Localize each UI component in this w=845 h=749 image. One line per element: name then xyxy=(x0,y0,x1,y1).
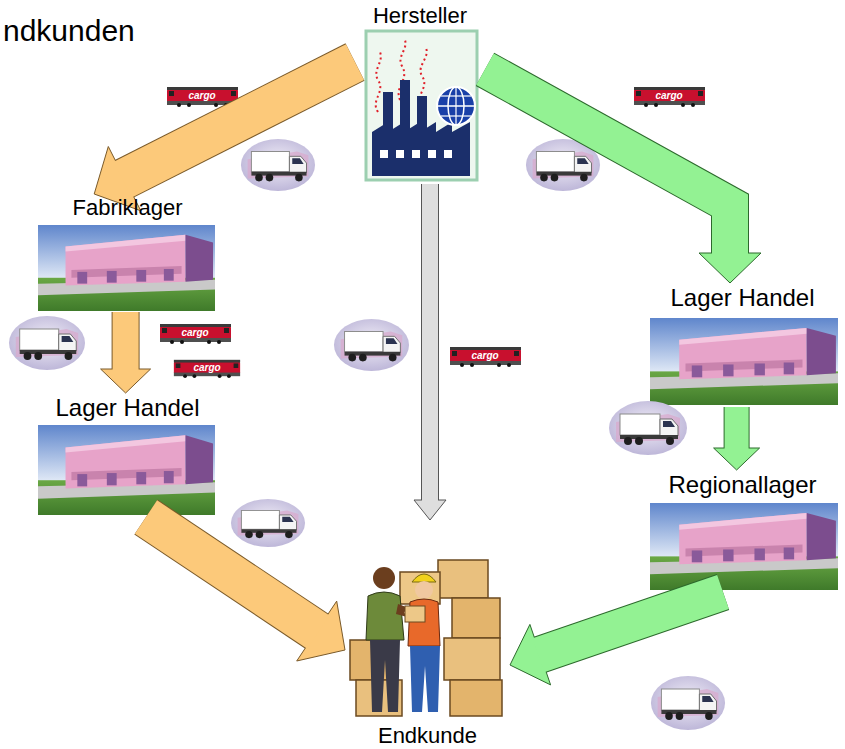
arrow-outline xyxy=(123,62,355,180)
truck-icon xyxy=(651,676,725,730)
truck-icon xyxy=(9,316,85,370)
arrow-head xyxy=(714,448,760,470)
arrow-outline xyxy=(485,69,730,255)
train-label: cargo xyxy=(471,351,498,361)
warehouse-picture xyxy=(650,503,838,590)
train-icon xyxy=(450,347,521,367)
node-box: Lager Handel xyxy=(35,393,220,517)
node-label: Lager Handel xyxy=(52,394,202,422)
train-label: cargo xyxy=(655,91,682,101)
train-label: cargo xyxy=(181,328,208,338)
flow-arrow xyxy=(510,592,723,685)
flow-arrow xyxy=(146,517,345,661)
arrow-outline xyxy=(112,312,140,371)
truck-icon xyxy=(334,319,409,371)
flow-arrow xyxy=(101,312,151,393)
warehouse-picture xyxy=(38,425,215,515)
train-label: cargo xyxy=(193,363,220,373)
flow-arrow xyxy=(485,69,761,283)
node-label: Regionallager xyxy=(665,471,819,499)
train-icon xyxy=(160,324,231,344)
train-label: cargo xyxy=(188,91,215,101)
arrow-outline xyxy=(538,592,723,655)
flow-arrow xyxy=(414,184,446,520)
arrow-body xyxy=(538,592,723,655)
train-icon xyxy=(634,87,705,107)
flow-arrow xyxy=(94,62,355,211)
node-box: Lager Handel xyxy=(645,283,840,407)
warehouse-picture xyxy=(38,225,215,311)
node-box: Regionallager xyxy=(645,470,840,592)
arrow-body xyxy=(422,184,438,502)
arrow-head xyxy=(699,253,761,283)
diagram-title: ndkunden xyxy=(3,14,135,47)
arrow-body xyxy=(123,62,355,180)
warehouse-picture xyxy=(650,318,838,405)
arrow-body xyxy=(485,69,730,255)
node-box: Endkunde xyxy=(345,520,510,748)
arrow-outline xyxy=(724,407,750,450)
node-box: Hersteller xyxy=(355,2,485,184)
truck-icon xyxy=(609,401,687,455)
arrow-body xyxy=(146,517,318,632)
factory-icon xyxy=(366,31,477,180)
arrow-body xyxy=(725,407,749,450)
node-box: Fabriklager xyxy=(35,194,220,312)
node-label: Fabriklager xyxy=(69,195,185,220)
arrow-body xyxy=(113,312,139,371)
arrow-head xyxy=(101,369,151,393)
node-label: Hersteller xyxy=(370,3,470,28)
arrow-outline xyxy=(146,517,318,632)
flow-arrow xyxy=(714,407,760,470)
node-label: Lager Handel xyxy=(667,284,817,312)
arrow-outline xyxy=(421,184,439,502)
customer-picture xyxy=(350,560,502,716)
arrow-head xyxy=(414,500,446,520)
truck-icon xyxy=(241,139,315,191)
truck-icon xyxy=(231,499,305,547)
train-icon xyxy=(174,360,240,378)
node-label: Endkunde xyxy=(375,723,480,748)
